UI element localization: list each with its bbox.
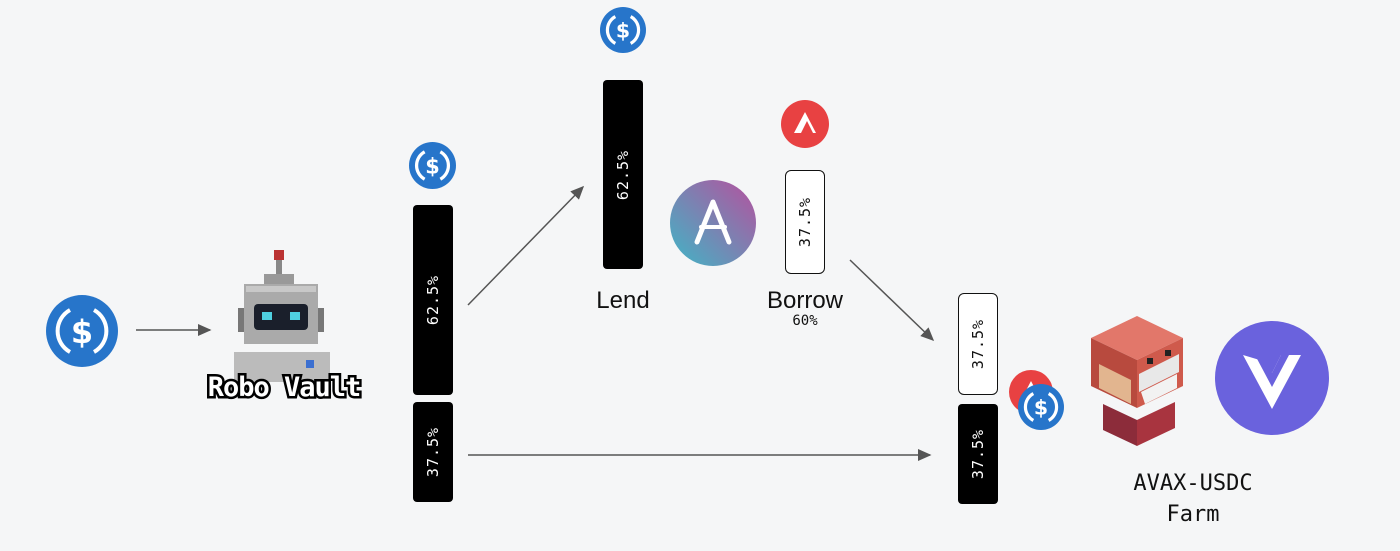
lend-bar-label: 62.5% bbox=[614, 149, 632, 200]
svg-text:$: $ bbox=[425, 154, 440, 178]
usdc-icon: $ bbox=[600, 7, 646, 53]
borrow-label: Borrow bbox=[766, 287, 844, 314]
aave-icon bbox=[670, 180, 756, 266]
borrow-ratio: 60% bbox=[792, 313, 818, 329]
usdc-icon: $ bbox=[409, 142, 456, 189]
lend-label: Lend bbox=[596, 287, 650, 314]
avax-icon bbox=[781, 100, 829, 148]
split-bar-direct: 37.5% bbox=[413, 402, 453, 502]
svg-text:$: $ bbox=[1034, 396, 1048, 420]
farm-bar-avax-label: 37.5% bbox=[969, 318, 987, 370]
split-bar-direct-label: 37.5% bbox=[424, 426, 442, 478]
joe-character-icon bbox=[1091, 316, 1183, 446]
usdc-icon: $ bbox=[46, 295, 118, 367]
farm-bar-avax: 37.5% bbox=[958, 293, 998, 395]
arrow-to-lend bbox=[467, 185, 585, 306]
borrow-bar: 37.5% bbox=[785, 170, 825, 274]
svg-text:$: $ bbox=[71, 313, 93, 351]
farm-bar-usdc: 37.5% bbox=[958, 404, 998, 504]
farm-bar-usdc-label: 37.5% bbox=[969, 428, 987, 480]
farm-label-line2: Farm bbox=[1166, 502, 1220, 527]
robovault-robot-icon bbox=[234, 250, 330, 382]
robovault-logo-text: Robo Vault bbox=[205, 370, 364, 406]
split-bar-lend: 62.5% bbox=[413, 205, 453, 395]
borrow-bar-label: 37.5% bbox=[796, 196, 814, 248]
split-bar-lend-label: 62.5% bbox=[424, 274, 442, 326]
svg-text:$: $ bbox=[616, 19, 630, 43]
farm-label-line1: AVAX-USDC bbox=[1133, 471, 1253, 496]
lend-bar: 62.5% bbox=[603, 80, 643, 269]
arrow-borrow-to-farm bbox=[849, 259, 935, 342]
usdc-icon: $ bbox=[1018, 384, 1064, 430]
vector-finance-icon bbox=[1215, 321, 1329, 435]
